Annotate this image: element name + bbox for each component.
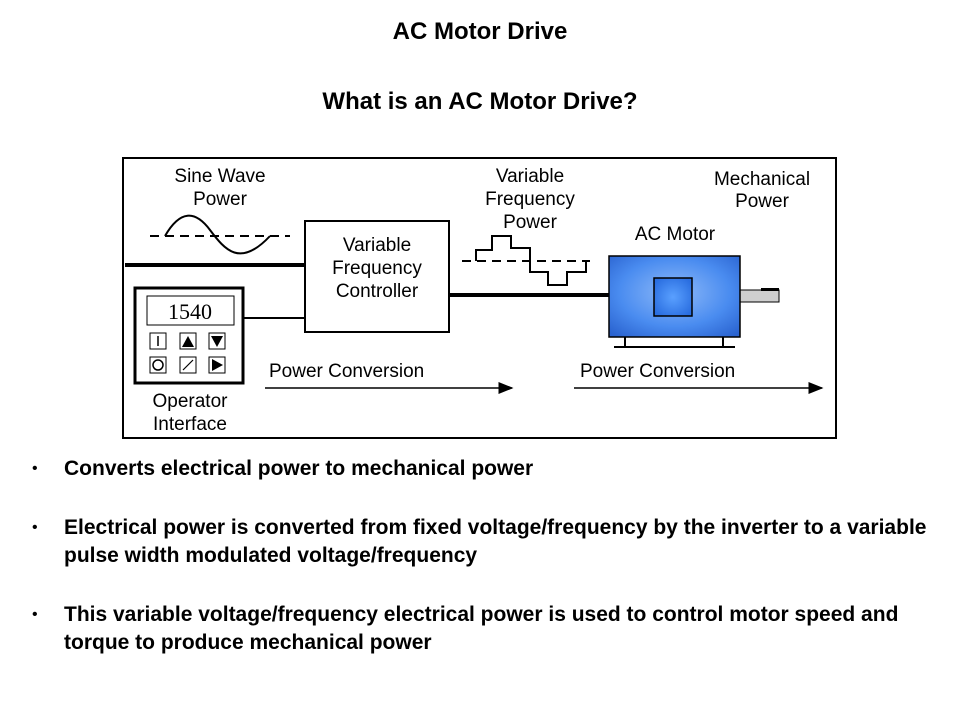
slide-subtitle: What is an AC Motor Drive? [322, 88, 638, 115]
play-arrow-icon [212, 359, 223, 371]
slide-title: AC Motor Drive [392, 18, 568, 45]
svg-text:Power: Power [193, 189, 248, 210]
bullet-item: • Converts electrical power to mechanical… [30, 455, 930, 483]
bullet-marker: • [32, 519, 38, 536]
svg-text:Variable: Variable [496, 166, 564, 187]
motor-feet [614, 337, 735, 348]
operator-label: Operator Interface [153, 391, 229, 435]
stop-key-icon [152, 359, 164, 371]
svg-text:Interface: Interface [153, 414, 227, 435]
bullet-text: Converts electrical power to mechanical … [64, 457, 534, 480]
variable-frequency-controller [304, 220, 450, 333]
motor-key [761, 288, 779, 291]
stepped-wave-icon [475, 235, 587, 286]
svg-text:Sine Wave: Sine Wave [174, 166, 265, 187]
bullet-marker: • [32, 606, 38, 623]
display-panel [146, 295, 235, 326]
motor-rotor [653, 277, 693, 317]
sine-wave-label: Sine Wave Power [174, 166, 265, 210]
bullet-text: This variable voltage/frequency electric… [64, 603, 899, 654]
down-arrow-icon [211, 336, 223, 347]
svg-text:Controller: Controller [336, 281, 419, 302]
power-conversion-label-2: Power Conversion [580, 361, 735, 382]
controller-label: Variable Frequency Controller [332, 235, 422, 302]
bullet-list: • Converts electrical power to mechanical… [30, 455, 930, 688]
sine-wave-icon [164, 214, 271, 255]
svg-text:Mechanical: Mechanical [714, 169, 810, 190]
display-value: 1540 [168, 299, 212, 324]
svg-text:Operator: Operator [153, 391, 229, 412]
power-conversion-label-1: Power Conversion [269, 361, 424, 382]
slash-key-icon [182, 359, 194, 371]
mechanical-power-label: Mechanical Power [714, 169, 810, 212]
svg-text:Frequency: Frequency [332, 258, 422, 279]
svg-text:Power: Power [735, 191, 790, 212]
svg-text:Frequency: Frequency [485, 189, 575, 210]
motor-shaft [739, 289, 780, 303]
bullet-text: Electrical power is converted from fixed… [64, 516, 927, 567]
bullet-marker: • [32, 460, 38, 477]
vf-power-label: Variable Frequency Power [485, 166, 575, 233]
up-arrow-icon [182, 336, 194, 347]
bullet-item: • This variable voltage/frequency electri… [30, 601, 930, 657]
bullet-item: • Electrical power is converted from fixe… [30, 514, 930, 570]
svg-text:Variable: Variable [343, 235, 411, 256]
svg-text:Power: Power [503, 212, 558, 233]
motor-label: AC Motor [635, 224, 716, 245]
